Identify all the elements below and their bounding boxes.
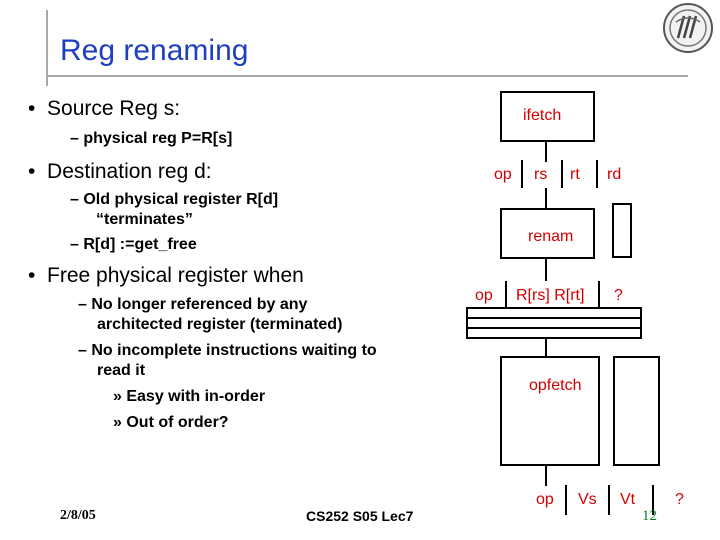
bullet-dest-reg: • Destination reg d: bbox=[28, 160, 212, 183]
stage1-rs: rs bbox=[534, 166, 548, 183]
latch-line-2 bbox=[466, 317, 642, 319]
latch-line-1 bbox=[466, 307, 642, 309]
stage2-op: op bbox=[475, 287, 493, 304]
stage1-connector bbox=[545, 188, 547, 210]
subsub-out-of-order: » Out of order? bbox=[113, 414, 229, 431]
latch-line-4 bbox=[466, 337, 642, 339]
ifetch-box bbox=[500, 91, 595, 142]
ifetch-connector bbox=[545, 142, 547, 162]
footer-course: CS252 S05 Lec7 bbox=[306, 508, 414, 524]
sub-no-incomplete: – No incomplete instructions waiting to bbox=[78, 342, 377, 359]
stage3-q: ? bbox=[675, 491, 684, 508]
bullet-source-reg: • Source Reg s: bbox=[28, 97, 181, 120]
sub-no-longer-referenced: – No longer referenced by any bbox=[78, 296, 308, 313]
stage3-vs: Vs bbox=[578, 491, 597, 508]
renam-label: renam bbox=[528, 228, 574, 245]
stage1-divider-3 bbox=[596, 160, 598, 188]
stage3-vt: Vt bbox=[620, 491, 636, 508]
header-vertical-rule bbox=[46, 10, 48, 86]
header-horizontal-rule bbox=[48, 75, 688, 77]
bullet-free-physical: • Free physical register when bbox=[28, 264, 304, 287]
stage1-rt: rt bbox=[570, 166, 580, 183]
stage1-divider-1 bbox=[521, 160, 523, 188]
latch-left-edge bbox=[466, 307, 468, 339]
ifetch-label: ifetch bbox=[523, 107, 562, 124]
latch-connector bbox=[545, 339, 547, 359]
latch-right-edge bbox=[640, 307, 642, 339]
university-seal-logo-icon bbox=[663, 3, 713, 53]
opfetch-box bbox=[500, 356, 600, 466]
sub-get-free: – R[d] :=get_free bbox=[70, 236, 197, 253]
stage1-rd: rd bbox=[607, 166, 622, 183]
sub-old-physical: – Old physical register R[d] bbox=[70, 191, 279, 208]
footer-date: 2/8/05 bbox=[60, 508, 96, 523]
latch-line-3 bbox=[466, 327, 642, 329]
stage3-divider-1 bbox=[565, 485, 567, 515]
stage1-op: op bbox=[494, 166, 512, 183]
page-number: 12 bbox=[642, 508, 657, 524]
sub-old-physical-cont: “terminates” bbox=[96, 211, 193, 228]
stage3-op: op bbox=[536, 491, 554, 508]
subsub-in-order: » Easy with in-order bbox=[113, 388, 266, 405]
stage3-divider-3 bbox=[652, 485, 654, 515]
renam-connector bbox=[545, 259, 547, 281]
stage2-divider-2 bbox=[598, 281, 600, 308]
register-file-box bbox=[613, 356, 660, 466]
opfetch-label: opfetch bbox=[529, 377, 582, 394]
renam-box bbox=[500, 208, 595, 259]
rename-table-box bbox=[612, 203, 632, 258]
stage2-divider-1 bbox=[505, 281, 507, 308]
stage3-divider-2 bbox=[608, 485, 610, 515]
sub-no-longer-referenced-cont: architected register (terminated) bbox=[97, 316, 343, 333]
sub-source-physical: – physical reg P=R[s] bbox=[70, 130, 233, 147]
stage2-fields: R[rs] R[rt] bbox=[516, 287, 585, 304]
slide-title: Reg renaming bbox=[60, 34, 249, 67]
opfetch-connector bbox=[545, 466, 547, 486]
stage1-divider-2 bbox=[561, 160, 563, 188]
sub-no-incomplete-cont: read it bbox=[97, 362, 146, 379]
stage2-q: ? bbox=[614, 287, 623, 304]
